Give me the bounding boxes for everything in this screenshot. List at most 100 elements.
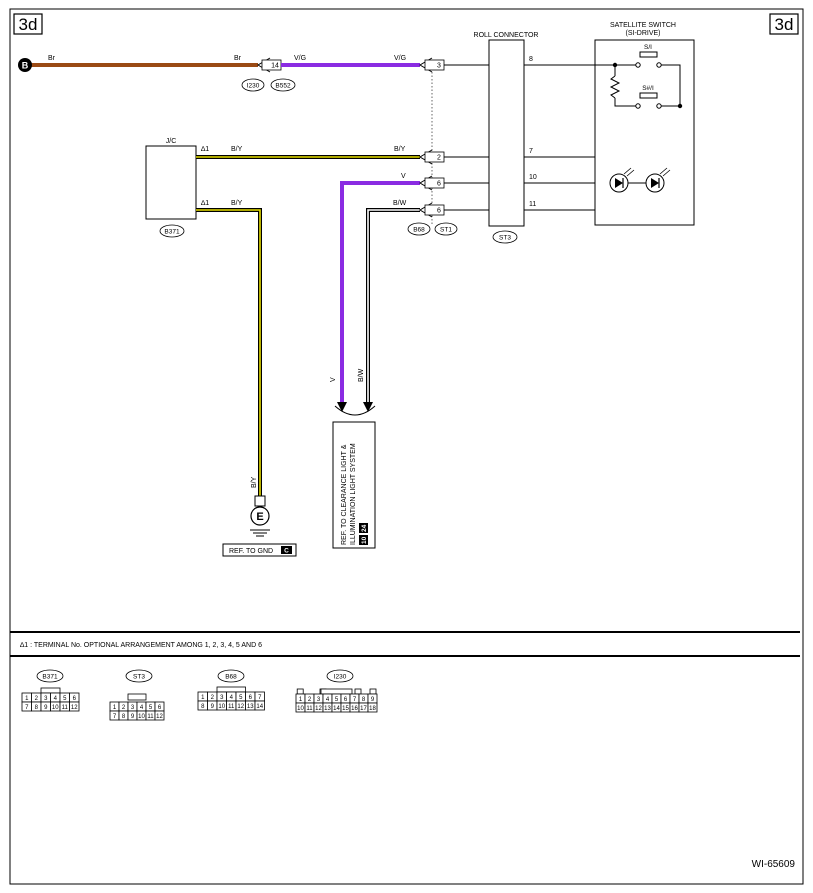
connector-tag-st1 [434, 222, 458, 236]
led-1-ray-1 [623, 167, 632, 175]
led-2-triangle [651, 178, 659, 188]
face-st3-tag-ellipse [125, 669, 153, 683]
connector-14-pin: 14 [271, 63, 279, 70]
roll-connector-box [488, 39, 525, 227]
roll-connector-title: ROLL CONNECTOR [474, 32, 539, 39]
wire-label-bw-vertical: B/W [358, 368, 365, 382]
connector-6a-box [424, 177, 445, 189]
face-i230-pin-label: 14 [333, 706, 340, 712]
switch-si-button [639, 51, 658, 58]
connector-tag-st3 [492, 230, 518, 244]
roll-pin-10: 10 [529, 174, 537, 181]
connector-tag-b68 [407, 222, 431, 236]
jc-box [145, 145, 197, 220]
connector-tag-b371 [159, 224, 185, 238]
face-b371-pin-label: 9 [44, 705, 48, 711]
face-st3-pin-label: 8 [122, 714, 126, 720]
face-i230-pin-label: 8 [362, 697, 366, 703]
face-b68-pin-label: 5 [239, 695, 243, 701]
face-b68-tag-ellipse [217, 669, 245, 683]
face-b68-pin-label: 4 [230, 695, 234, 701]
face-b68-pin-label: 13 [247, 704, 254, 710]
face-i230-pin-label: 11 [306, 706, 313, 712]
connector-tag-b371-text: B371 [164, 229, 180, 236]
wire-label-v-vertical: V [330, 377, 337, 382]
ground-terminal-block [254, 495, 266, 507]
face-st3-pin-label: 9 [131, 714, 135, 720]
ground-e-circle [250, 506, 270, 526]
face-b371-pin-label: 10 [52, 705, 59, 711]
face-b371-key [40, 687, 61, 694]
face-st3-pin-label: 10 [138, 714, 145, 720]
satellite-switch-title-1: SATELLITE SWITCH [610, 22, 676, 29]
jc-star-1: ∆1 [201, 146, 209, 153]
face-st3-cell [154, 710, 165, 721]
face-st3-pin-label: 2 [122, 705, 126, 711]
roll-pin-11: 11 [529, 201, 536, 208]
face-i230-tag-ellipse [326, 669, 354, 683]
connector-tag-st1-text: ST1 [440, 227, 452, 234]
face-b371-cell [69, 701, 80, 712]
switch-s2-contact-1 [635, 103, 641, 109]
switch-si-contact-2 [656, 62, 662, 68]
face-b68-pin-label: 1 [201, 695, 205, 701]
wire-label-by-vertical: B/Y [251, 476, 258, 488]
face-b68-tag: B68 [225, 674, 237, 681]
face-b371-pin-label: 3 [44, 696, 48, 702]
wire-by-lower-stripe [196, 209, 261, 496]
face-i230-latch-left [296, 688, 304, 695]
face-b68-pin-label: 3 [220, 695, 224, 701]
face-b371-pin-label: 2 [35, 696, 39, 702]
face-st3-pin-label: 12 [156, 714, 163, 720]
wire-label-br-mid: Br [234, 55, 242, 62]
switch-si-label: S/I [644, 44, 652, 51]
face-st3-pin-label: 4 [140, 705, 144, 711]
face-b68-pin-label: 7 [258, 695, 262, 701]
wire-bw-stripe [367, 209, 420, 402]
ref-gnd-badge: C [284, 548, 289, 555]
wire-label-by-upper-right: B/Y [394, 146, 406, 153]
roll-pin-7: 7 [529, 148, 533, 155]
page-tag-right: 3d [775, 15, 794, 34]
face-b371-tag: B371 [42, 674, 58, 681]
face-b68-pin-label: 10 [218, 704, 225, 710]
connector-6b-pin: 6 [437, 208, 441, 215]
face-i230-tag: I230 [334, 674, 347, 681]
roll-pin-8: 8 [529, 56, 533, 63]
connector-3-box [424, 59, 445, 71]
connector-tag-i230 [241, 78, 265, 92]
wire-label-bw-right: B/W [393, 200, 407, 207]
terminal-b-label: B [22, 61, 29, 71]
connector-6a-pin: 6 [437, 181, 441, 188]
face-b68-pin-label: 8 [201, 704, 205, 710]
switch-s2-contact-2 [656, 103, 662, 109]
ref-gnd-badge-box [281, 546, 292, 554]
ref-gnd-box [222, 543, 297, 557]
face-i230-pin-label: 3 [317, 697, 321, 703]
connector-tag-st3-text: ST3 [499, 235, 511, 242]
page-tag-left: 3d [19, 15, 38, 34]
switch-wire-down-2 [614, 98, 637, 107]
ref-clearance-line-2: ILLUMINATION LIGHT SYSTEM [350, 443, 357, 545]
face-b68-pin-label: 2 [211, 695, 215, 701]
wire-label-v-right: V [401, 173, 406, 180]
connector-tag-b68-text: B68 [413, 227, 425, 234]
face-i230-pin-label: 13 [324, 706, 331, 712]
face-i230-pin-label: 17 [360, 706, 367, 712]
jc-label: J/C [166, 138, 177, 145]
jc-star-2: ∆1 [201, 200, 209, 207]
led-1-triangle [615, 178, 623, 188]
face-i230-pin-label: 6 [344, 697, 348, 703]
wire-label-br-left: Br [48, 55, 56, 62]
connector-tag-b552 [270, 78, 296, 92]
connector-2-pin: 2 [437, 155, 441, 162]
wire-label-by-lower: B/Y [231, 200, 243, 207]
ref-clearance-badge-1: 10 [361, 536, 368, 544]
face-b371-pin-label: 6 [73, 696, 77, 702]
face-b371-tag-ellipse [36, 669, 64, 683]
face-st3-pin-label: 7 [113, 714, 117, 720]
wire-bw-base [366, 208, 420, 402]
ground-e-label: E [256, 511, 263, 523]
ref-clearance-badge-1-box [359, 535, 368, 545]
connector-3-pin: 3 [437, 63, 441, 70]
